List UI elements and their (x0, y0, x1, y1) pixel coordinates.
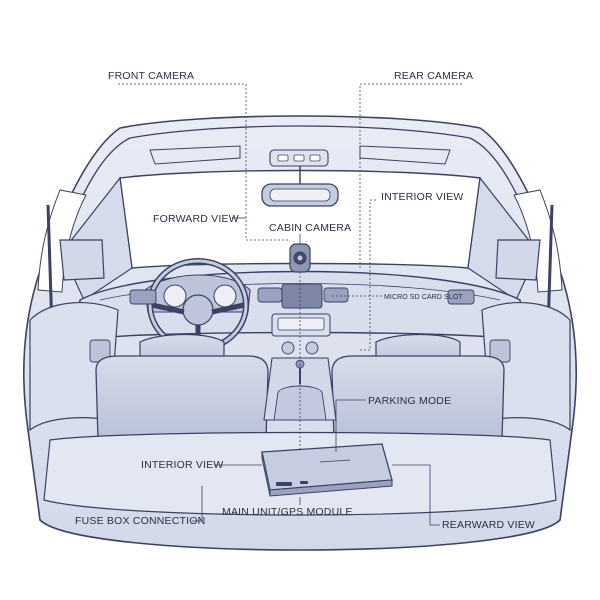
fuse-box-leader (192, 486, 203, 522)
interior-view-top-leader (360, 199, 376, 351)
interior-view-bottom-label: INTERIOR VIEW (141, 459, 224, 471)
front-camera-leader (118, 83, 290, 241)
cabin-camera-device (289, 243, 311, 273)
rearward-view-leader (392, 464, 440, 526)
rear-camera-label: REAR CAMERA (394, 70, 474, 82)
cabin-camera-label: CABIN CAMERA (269, 222, 352, 234)
front-camera-label: FRONT CAMERA (108, 70, 195, 82)
interior-view-top-label: INTERIOR VIEW (381, 191, 464, 203)
rearward-view-label: REARWARD VIEW (442, 519, 536, 531)
main-unit-device (261, 443, 393, 497)
forward-view-label: FORWARD VIEW (153, 213, 239, 225)
parking-mode-leader (335, 399, 366, 452)
rear-camera-leader (359, 83, 462, 270)
passenger-seat (331, 333, 505, 441)
driver-seat (95, 333, 269, 441)
roof-frame (59, 125, 541, 256)
micro-sd-card-slot-label: MICRO SD CARD SLOT (384, 294, 463, 301)
main-unit-gps-module-label: MAIN UNIT/GPS MODULE (222, 506, 353, 518)
fuse-box-connection-label: FUSE BOX CONNECTION (75, 515, 206, 527)
infotainment-screen (281, 283, 323, 309)
callout-leader-lines (118, 83, 462, 526)
parking-mode-label: PARKING MODE (368, 395, 452, 407)
